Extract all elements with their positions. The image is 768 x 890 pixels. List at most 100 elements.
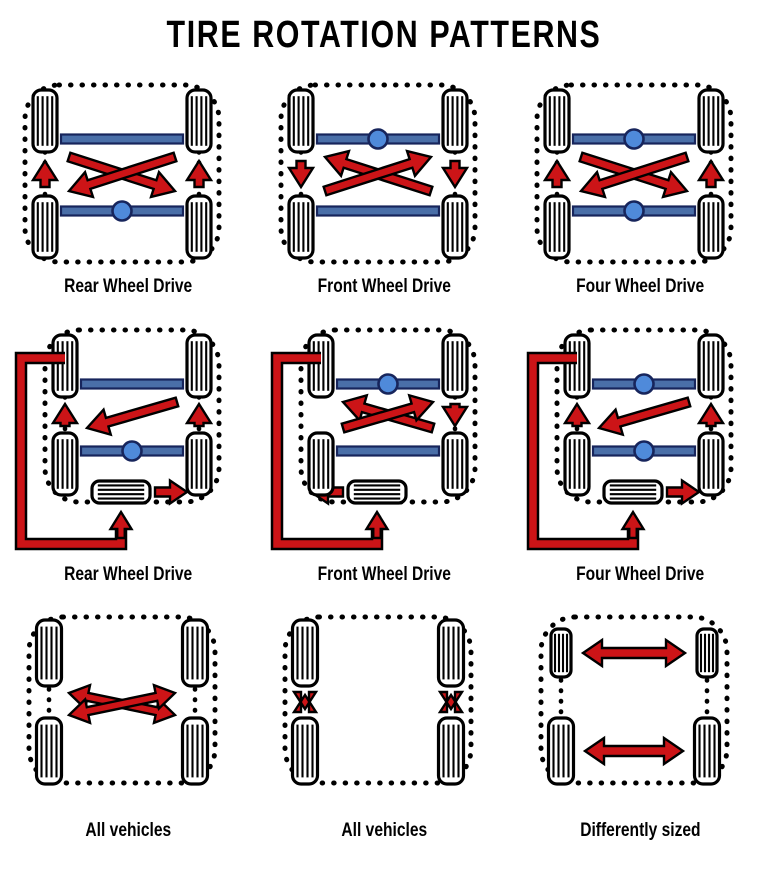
lateral-arrow-front — [580, 637, 688, 669]
tire-body — [185, 431, 213, 497]
diagram-caption: Four Wheel Drive — [575, 564, 705, 585]
tire-front-right — [185, 88, 213, 154]
cross-arrow-down-left — [578, 151, 690, 199]
front-axle — [335, 373, 441, 395]
tire-body — [441, 88, 469, 154]
diagram-cell-four-wheel-drive-no-spare[interactable]: Four Wheel Drive — [512, 67, 768, 312]
diagram-four-wheel-drive-with-spare — [526, 327, 734, 551]
diagram-cell-all-vehicles-front-to-back[interactable]: All vehicles — [256, 597, 512, 867]
tire-front-right — [441, 333, 469, 399]
diagram-grid: Rear Wheel Drive Front Wheel Drive Four … — [0, 67, 768, 867]
differential-icon — [633, 440, 655, 462]
diagonal-arrow-down-left — [84, 396, 180, 437]
front-axle — [571, 128, 697, 150]
side-arrow-left — [562, 401, 592, 428]
diagram-caption: Four Wheel Drive — [575, 276, 705, 297]
diagram-cell-differently-sized-side-to-side[interactable]: Differently sized — [512, 597, 768, 867]
tire-body — [307, 333, 335, 399]
tire-body — [185, 333, 213, 399]
diagram-caption: Rear Wheel Drive — [63, 564, 193, 585]
external-path-arrow — [108, 509, 134, 540]
tire-body — [185, 194, 213, 260]
axle-bar — [315, 205, 441, 217]
diagram-caption: Front Wheel Drive — [317, 276, 451, 297]
tire-body — [546, 716, 576, 786]
diagram-cell-four-wheel-drive-with-spare[interactable]: Four Wheel Drive — [512, 312, 768, 597]
tire-body — [34, 618, 64, 688]
tire-body — [90, 479, 152, 505]
tire-body — [287, 88, 315, 154]
diagram-cell-front-wheel-drive-with-spare[interactable]: Front Wheel Drive — [256, 312, 512, 597]
tire-body — [563, 333, 591, 399]
cross-arrow-down-left — [66, 151, 178, 199]
page-title: TIRE ROTATION PATTERNS — [166, 14, 602, 56]
tire-front-right — [441, 88, 469, 154]
axle-bar — [79, 378, 185, 390]
diagram-front-wheel-drive-with-spare — [270, 327, 478, 551]
tire-front-left — [549, 627, 573, 679]
car-body-outline — [26, 614, 218, 786]
differential-icon — [623, 200, 645, 222]
diagonal-arrow-down-left — [596, 396, 692, 437]
tire-rear-right — [441, 194, 469, 260]
tire-body — [441, 431, 469, 497]
cross-arrow-up-right — [340, 393, 436, 434]
tire-body — [697, 431, 725, 497]
tire-rear-left — [34, 716, 64, 786]
rear-axle — [571, 200, 697, 222]
tire-front-left — [543, 88, 571, 154]
tire-body — [180, 618, 210, 688]
rear-axle — [315, 205, 441, 217]
diagram-cell-front-wheel-drive-no-spare[interactable]: Front Wheel Drive — [256, 67, 512, 312]
car-body-outline — [278, 82, 478, 265]
tire-rear-left — [563, 431, 591, 497]
tire-body — [31, 88, 59, 154]
differential-icon — [633, 373, 655, 395]
diagram-cell-rear-wheel-drive-no-spare[interactable]: Rear Wheel Drive — [0, 67, 256, 312]
car-body-outline — [534, 82, 734, 265]
tire-body — [543, 88, 571, 154]
tire-rear-left — [290, 716, 320, 786]
tire-body — [543, 194, 571, 260]
diagram-caption: All vehicles — [85, 820, 171, 841]
tire-body — [697, 194, 725, 260]
tire-rear-left — [546, 716, 576, 786]
car-body-outline — [22, 82, 222, 265]
diagram-cell-rear-wheel-drive-with-spare[interactable]: Rear Wheel Drive — [0, 312, 256, 597]
tire-body — [34, 716, 64, 786]
side-arrow-right — [696, 158, 726, 189]
tire-body — [185, 88, 213, 154]
tire-body — [51, 431, 79, 497]
diagram-cell-all-vehicles-cross[interactable]: All vehicles — [0, 597, 256, 867]
tire-body — [290, 618, 320, 688]
tire-front-right — [436, 618, 466, 688]
lateral-arrow-rear — [582, 735, 686, 767]
tire-spare — [602, 479, 664, 505]
diagram-all-vehicles-front-to-back — [282, 614, 474, 786]
rear-axle — [79, 440, 185, 462]
diagram-rear-wheel-drive-no-spare — [22, 82, 222, 265]
tire-front-left — [34, 618, 64, 688]
tire-front-left — [287, 88, 315, 154]
tire-body — [307, 431, 335, 497]
differential-icon — [377, 373, 399, 395]
axle-bar — [335, 445, 441, 457]
differential-icon — [623, 128, 645, 150]
side-arrow-double-left — [291, 690, 319, 714]
tire-body — [697, 88, 725, 154]
diagram-caption: Rear Wheel Drive — [63, 276, 193, 297]
tire-body — [346, 479, 408, 505]
rear-axle — [59, 200, 185, 222]
car-body-outline — [538, 614, 730, 786]
front-axle — [79, 378, 185, 390]
diagram-rear-wheel-drive-with-spare — [14, 327, 222, 551]
tire-rear-right — [697, 194, 725, 260]
tire-body — [287, 194, 315, 260]
front-axle — [59, 133, 185, 145]
tire-body — [31, 194, 59, 260]
rear-axle — [591, 440, 697, 462]
side-arrow-right — [440, 402, 470, 429]
rear-axle — [335, 445, 441, 457]
tire-rear-left — [543, 194, 571, 260]
